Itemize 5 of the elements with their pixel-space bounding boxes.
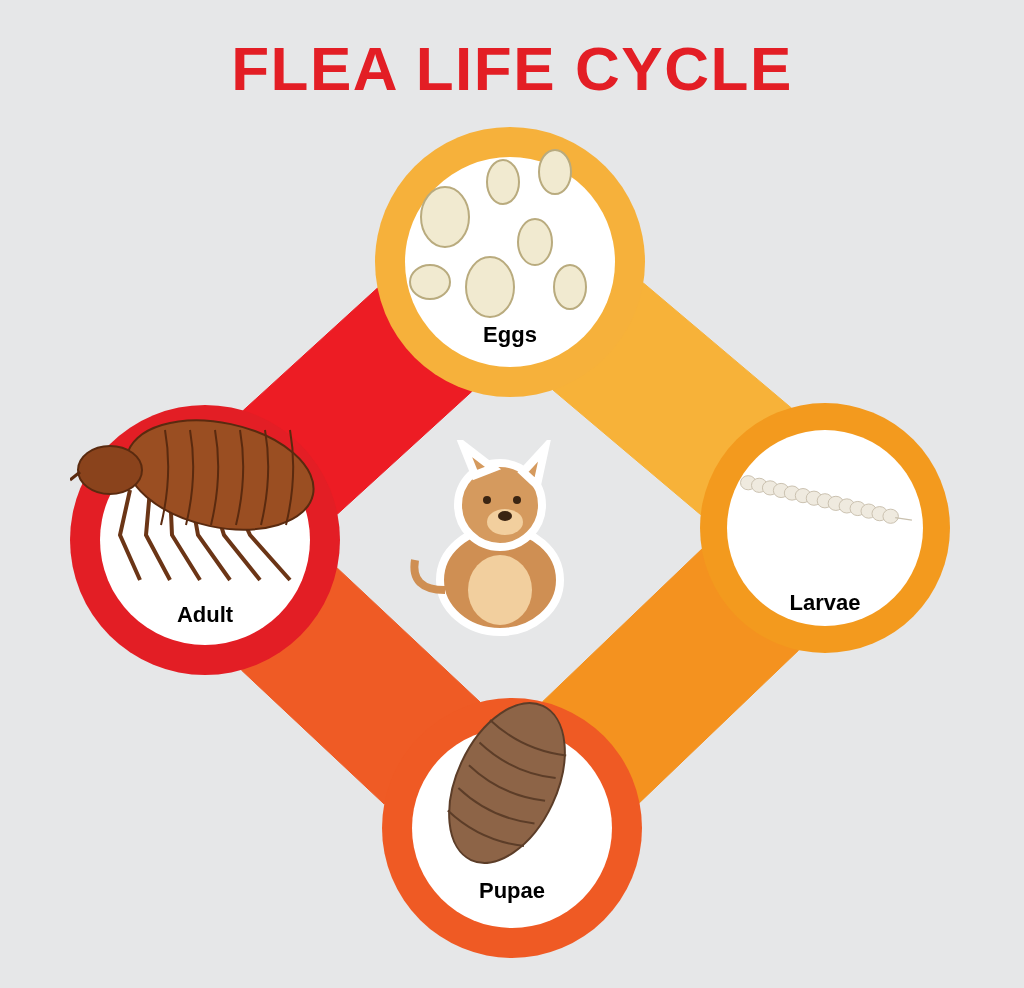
stage-label: Pupae [479,877,545,905]
title: FLEA LIFE CYCLE [231,33,793,105]
stage-label: Larvae [789,589,861,617]
stage-label: Eggs [483,321,537,349]
stage-label: Adult [176,601,234,629]
